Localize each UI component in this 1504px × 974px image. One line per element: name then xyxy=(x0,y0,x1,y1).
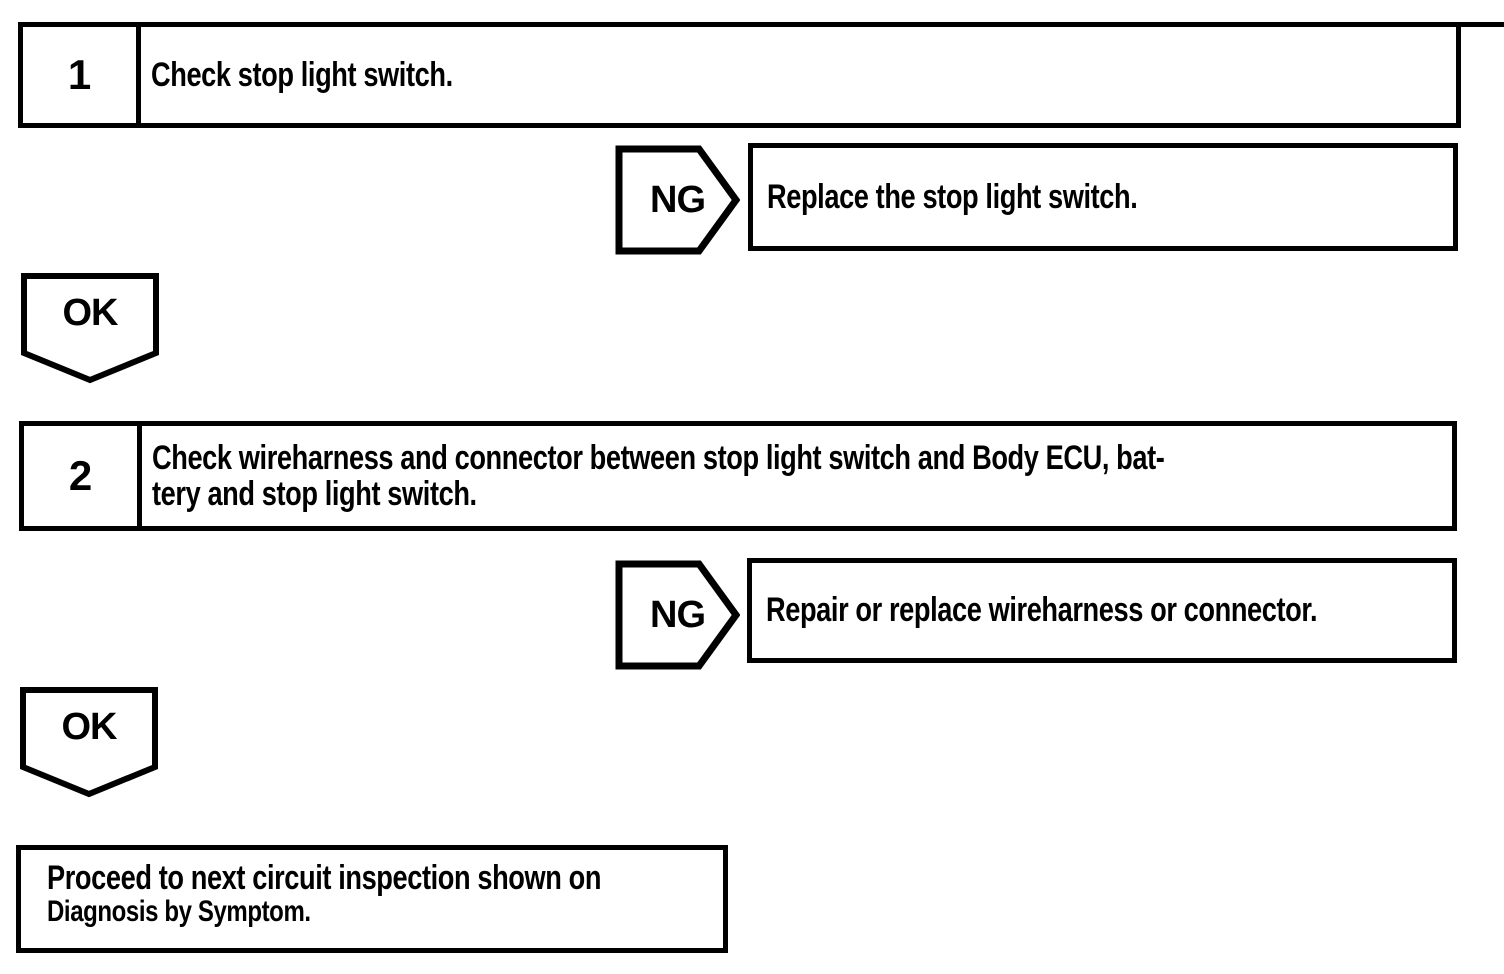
ng-1-action-box: Replace the stop light switch. xyxy=(748,143,1458,251)
terminal-line-2: Diagnosis by Symptom. xyxy=(47,895,311,928)
ok-pentagon-icon xyxy=(20,687,158,798)
top-border-line xyxy=(1450,22,1504,27)
ok-2-label: OK xyxy=(61,705,118,748)
ng-1-label: NG xyxy=(650,178,706,221)
ng-1-connector: NG xyxy=(615,145,740,255)
step-1-instruction: Check stop light switch. xyxy=(141,27,528,123)
ng-2-connector: NG xyxy=(615,560,740,670)
ng-pentagon-icon xyxy=(615,560,740,670)
ok-2-connector: OK xyxy=(19,686,159,798)
step-2-number: 2 xyxy=(68,452,93,499)
terminal-box: Proceed to next circuit inspection shown… xyxy=(16,845,728,953)
step-2-number-cell: 2 xyxy=(24,426,142,526)
ok-pentagon-icon xyxy=(21,273,159,384)
step-2-instruction-line-2: tery and stop light switch. xyxy=(152,475,477,513)
step-2-instruction-line-1: Check wireharness and connector between … xyxy=(152,439,1165,477)
step-2-instruction: Check wireharness and connector between … xyxy=(142,426,1418,526)
step-1-box: 1 Check stop light switch. xyxy=(18,22,1461,128)
step-1-number: 1 xyxy=(67,51,92,98)
step-1-instruction-line: Check stop light switch. xyxy=(151,56,453,94)
terminal-line-1: Proceed to next circuit inspection shown… xyxy=(47,859,602,897)
step-1-number-cell: 1 xyxy=(23,27,141,123)
ng-pentagon-icon xyxy=(615,145,740,255)
ok-1-label: OK xyxy=(62,291,119,334)
ok-1-connector: OK xyxy=(20,272,160,384)
step-2-box: 2 Check wireharness and connector betwee… xyxy=(19,421,1457,531)
ng-2-action-text: Repair or replace wireharness or connect… xyxy=(766,591,1318,629)
ng-2-label: NG xyxy=(650,593,706,636)
ng-1-action-text: Replace the stop light switch. xyxy=(767,177,1138,216)
ng-2-action-box: Repair or replace wireharness or connect… xyxy=(747,558,1457,663)
